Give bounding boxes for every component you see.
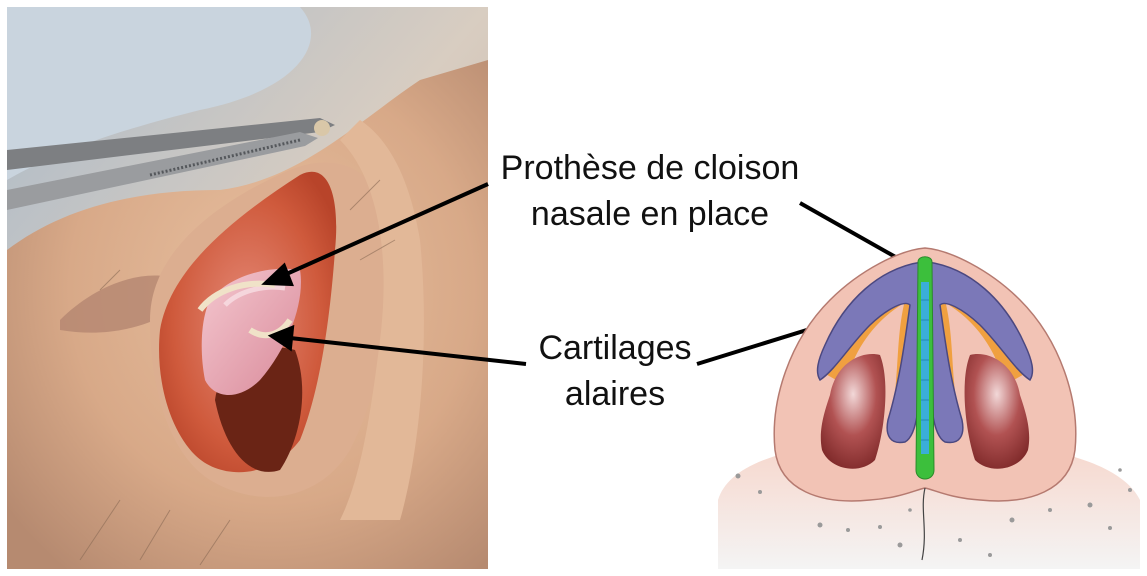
label-prosthesis-line2: nasale en place (470, 191, 830, 237)
label-prosthesis-line1: Prothèse de cloison (470, 145, 830, 191)
label-cartilage-line1: Cartilages (505, 325, 725, 371)
septal-prosthesis (921, 282, 929, 454)
label-septal-prosthesis: Prothèse de cloison nasale en place (470, 145, 830, 237)
label-cartilage-line2: alaires (505, 371, 725, 417)
surgical-photo (7, 7, 488, 569)
nose-illustration (718, 248, 1140, 569)
label-alar-cartilages: Cartilages alaires (505, 325, 725, 417)
